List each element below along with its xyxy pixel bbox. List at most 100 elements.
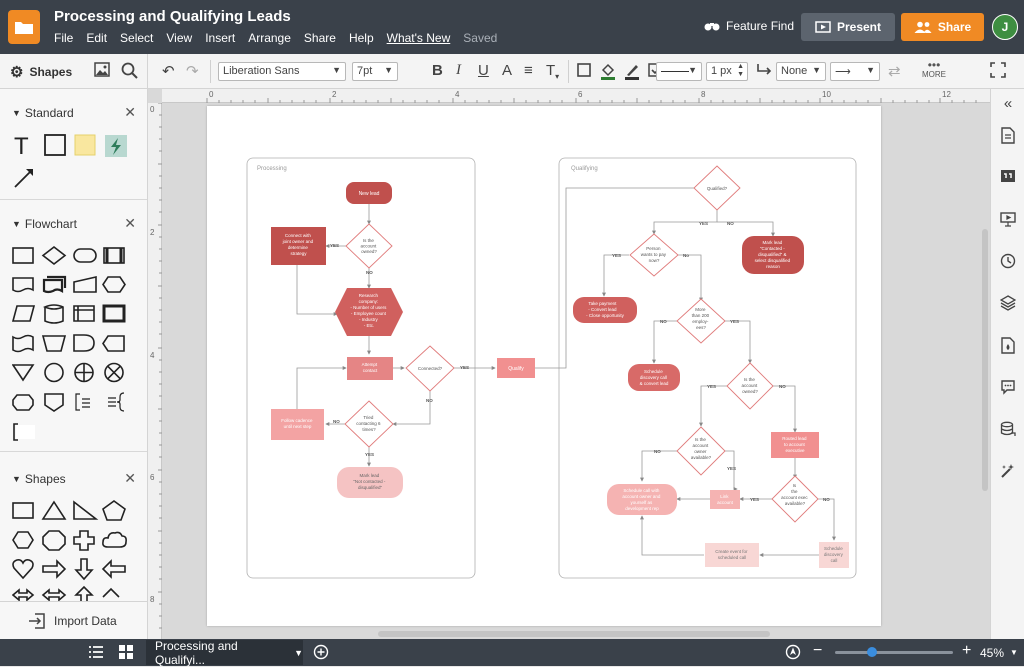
flowchart-section-header[interactable]: ▼ Flowchart ✕ [12,215,136,232]
menu-insert[interactable]: Insert [205,31,236,45]
feature-find-button[interactable]: Feature Find [704,19,794,33]
fill-color-icon[interactable] [600,62,616,84]
vertical-scrollbar[interactable] [982,229,988,491]
connector[interactable] [602,254,629,297]
octagon-shape[interactable] [42,530,66,551]
connector[interactable] [392,391,431,426]
mark-not-contacted-node[interactable] [337,467,403,498]
connector-type-icon[interactable] [756,62,772,82]
comments-quote-icon[interactable] [1000,169,1016,187]
redo-icon[interactable]: ↷ [186,63,199,80]
menu-share[interactable]: Share [303,31,336,45]
font-family-select[interactable]: Liberation Sans ▼ [218,62,346,81]
right-arrow-shape[interactable] [42,559,67,579]
layers-icon[interactable] [999,295,1017,315]
avatar[interactable]: J [992,14,1018,40]
cloud-shape[interactable] [102,531,127,548]
predefined-process-shape[interactable] [103,247,125,264]
mark-contacted-disqualified-node[interactable] [742,236,804,274]
tried-contacting-decision[interactable] [344,400,394,448]
present-button[interactable]: Present [801,13,895,41]
schedule-call-owner-node[interactable] [607,484,677,515]
page-settings-icon[interactable] [1000,127,1016,148]
connector[interactable] [725,450,738,491]
image-icon[interactable] [94,62,110,80]
follow-cadence-node[interactable] [271,409,324,440]
schedule-discovery-convert-node[interactable] [628,364,680,391]
whats-new-link[interactable]: What's New [386,31,451,45]
merge-shape[interactable] [12,364,35,382]
line-style-select[interactable]: ▼ [656,62,702,81]
connector[interactable] [652,320,677,364]
zoom-slider[interactable] [835,647,953,657]
research-company-node[interactable] [335,288,403,336]
menu-select[interactable]: Select [120,31,154,45]
collapse-panel-icon[interactable]: « [1003,95,1013,112]
horizontal-scrollbar[interactable] [378,631,770,637]
text-shape[interactable]: T [14,133,29,160]
offpage-rounded-shape[interactable] [12,394,34,411]
down-arrow-shape[interactable] [74,558,94,581]
square-shape[interactable] [12,502,34,519]
close-icon[interactable]: ✕ [124,470,136,486]
display-shape[interactable] [102,335,125,352]
menu-edit[interactable]: Edit [86,31,108,45]
swap-arrows-icon[interactable]: ⇄ [888,63,901,80]
page-tab[interactable]: Processing and Qualifyi... ▼ [146,639,303,667]
take-payment-node[interactable] [573,297,637,323]
manual-operation-shape[interactable] [41,335,67,352]
flowchart-diagram[interactable]: Processing Qualifying YES NO [207,106,881,626]
preparation-shape[interactable] [102,276,126,293]
line-end-select[interactable]: ⟶ ▼ [830,62,880,81]
close-icon[interactable]: ✕ [124,104,136,120]
text-options-icon[interactable]: T▾ [546,62,560,81]
multiple-documents-shape[interactable] [42,275,67,294]
connector[interactable] [725,320,752,364]
close-icon[interactable]: ✕ [124,215,136,231]
double-arrow-shape[interactable] [12,588,35,602]
menu-file[interactable]: File [54,31,74,45]
database-shape[interactable] [43,304,64,324]
text-color-icon[interactable]: A [502,62,513,79]
search-icon[interactable] [121,62,138,82]
connector[interactable] [640,515,704,556]
create-event-node[interactable] [705,543,759,567]
arrow-line-shape[interactable] [14,169,33,188]
connector[interactable] [652,210,718,235]
shape-data-icon[interactable] [1000,337,1016,358]
app-logo[interactable] [8,10,40,44]
shape-border-icon[interactable] [576,62,592,82]
is-owner-available-decision[interactable] [676,426,726,476]
import-data-button[interactable]: Import Data [0,601,147,639]
navigate-icon[interactable] [785,644,801,663]
line-start-select[interactable]: None ▼ [776,62,826,81]
manual-input-shape[interactable] [73,275,97,293]
zoom-in-icon[interactable]: + [962,642,972,659]
connector[interactable] [699,385,727,427]
or-shape[interactable] [104,362,124,383]
sticky-note-shape[interactable] [74,134,96,156]
card-shape[interactable] [102,304,126,323]
document-page[interactable]: Processing Qualifying YES NO [207,106,881,626]
connector[interactable] [640,450,677,482]
document-title[interactable]: Processing and Qualifying Leads [54,8,291,25]
process-shape[interactable] [12,247,34,264]
grid-view-icon[interactable] [119,645,133,662]
terminator-shape[interactable] [73,248,97,263]
line-width-stepper[interactable]: 1 px ▲▼ [706,62,748,81]
align-text-icon[interactable]: ≡ [524,62,533,79]
more-button[interactable]: ••• MORE [922,59,946,80]
more-than-200-decision[interactable] [676,298,726,344]
connector[interactable] [296,366,347,409]
pentagon-shape[interactable] [102,500,126,521]
connector[interactable] [717,221,775,237]
chat-icon[interactable] [1000,379,1016,399]
data-shape[interactable] [12,305,36,322]
is-account-owned-2-decision[interactable] [726,362,774,410]
connector[interactable] [296,265,338,316]
underline-icon[interactable]: U [478,62,489,79]
bold-icon[interactable]: B [432,62,443,79]
canvas-area[interactable]: 0 2 4 6 8 10 12 0 2 4 6 8 Pro [148,89,990,639]
annotation-shape[interactable] [75,393,90,411]
route-lead-node[interactable] [771,432,819,458]
